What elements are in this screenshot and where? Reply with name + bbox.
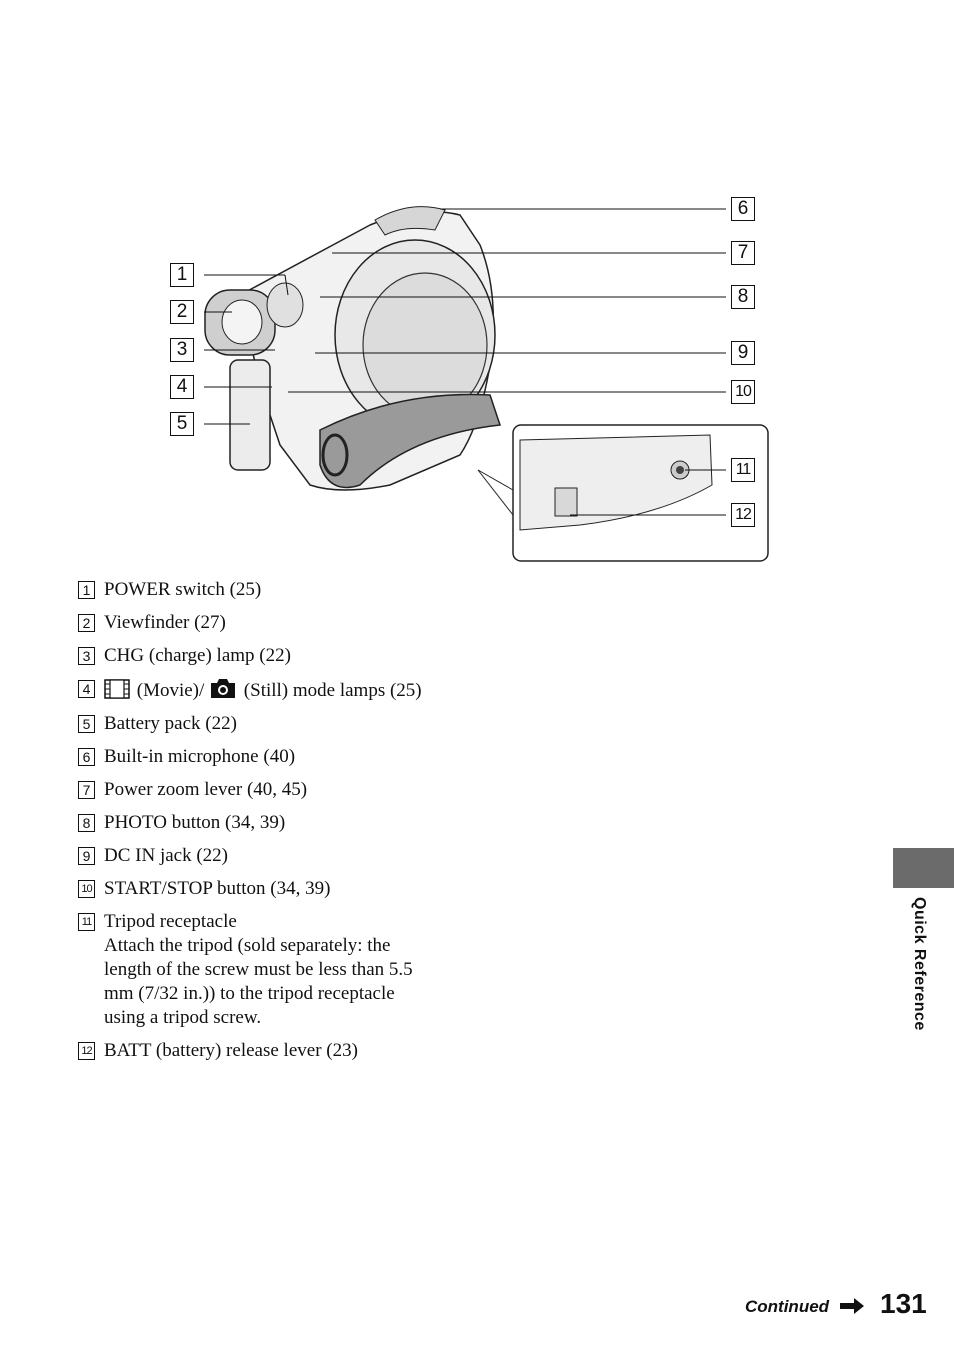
legend-number: 10	[78, 880, 95, 898]
legend-description-line: Attach the tripod (sold separately: the	[104, 935, 391, 956]
camcorder-illustration	[204, 206, 769, 562]
legend-number: 11	[78, 913, 95, 931]
legend-text: Battery pack (22)	[104, 713, 237, 734]
legend-text: Viewfinder (27)	[104, 612, 226, 633]
section-tab-marker	[893, 848, 954, 888]
section-tab-label: Quick Reference	[911, 897, 928, 1031]
legend-description-line: length of the screw must be less than 5.…	[104, 959, 413, 980]
callout-4: 4	[170, 375, 194, 399]
callout-5: 5	[170, 412, 194, 436]
legend-text: BATT (battery) release lever (23)	[104, 1040, 358, 1061]
legend-item: 6 Built-in microphone (40)	[78, 745, 498, 769]
legend-item: 11 Tripod receptacle Attach the tripod (…	[78, 910, 498, 1030]
legend-number: 4	[78, 680, 95, 698]
callout-11: 11	[731, 458, 755, 482]
legend-item: 5 Battery pack (22)	[78, 712, 498, 736]
legend-text-movie: (Movie)/	[136, 680, 205, 701]
arrow-right-icon	[840, 1298, 864, 1314]
callout-3: 3	[170, 338, 194, 362]
legend-number: 1	[78, 581, 95, 599]
callout-7: 7	[731, 241, 755, 265]
legend-item: 1 POWER switch (25)	[78, 578, 498, 602]
legend-number: 2	[78, 614, 95, 632]
legend-number: 7	[78, 781, 95, 799]
legend-item: 2 Viewfinder (27)	[78, 611, 498, 635]
callout-2: 2	[170, 300, 194, 324]
legend-item: 10 START/STOP button (34, 39)	[78, 877, 498, 901]
legend-text: Built-in microphone (40)	[104, 746, 296, 767]
callout-6: 6	[731, 197, 755, 221]
legend-text: DC IN jack (22)	[104, 845, 228, 866]
continued-label: Continued	[745, 1297, 830, 1316]
movie-film-icon	[104, 679, 130, 699]
legend-number: 8	[78, 814, 95, 832]
legend-text: POWER switch (25)	[104, 579, 262, 600]
legend-text: CHG (charge) lamp (22)	[104, 645, 291, 666]
legend-item: 12 BATT (battery) release lever (23)	[78, 1039, 498, 1063]
callout-9: 9	[731, 341, 755, 365]
legend-text-still: (Still) mode lamps (25)	[243, 680, 422, 701]
legend-item: 8 PHOTO button (34, 39)	[78, 811, 498, 835]
legend-item: 7 Power zoom lever (40, 45)	[78, 778, 498, 802]
legend-number: 6	[78, 748, 95, 766]
legend-text: START/STOP button (34, 39)	[104, 878, 331, 899]
still-camera-icon	[211, 679, 236, 698]
legend-item: 3 CHG (charge) lamp (22)	[78, 644, 498, 668]
parts-legend: 1 POWER switch (25) 2 Viewfinder (27) 3 …	[78, 578, 498, 1072]
legend-number: 3	[78, 647, 95, 665]
legend-number: 12	[78, 1042, 95, 1060]
legend-number: 5	[78, 715, 95, 733]
callout-8: 8	[731, 285, 755, 309]
legend-item: 4 (Movie)/ (Still) mode lamps (25)	[78, 677, 498, 703]
legend-text: Power zoom lever (40, 45)	[104, 779, 308, 800]
page-number: 131	[880, 1288, 927, 1319]
legend-number: 9	[78, 847, 95, 865]
callout-10: 10	[731, 380, 755, 404]
callout-12: 12	[731, 503, 755, 527]
legend-description-line: mm (7/32 in.)) to the tripod receptacle	[104, 983, 395, 1004]
callout-1: 1	[170, 263, 194, 287]
legend-text: PHOTO button (34, 39)	[104, 812, 286, 833]
legend-description-line: using a tripod screw.	[104, 1007, 262, 1028]
legend-item: 9 DC IN jack (22)	[78, 844, 498, 868]
legend-text: Tripod receptacle	[104, 911, 237, 932]
camcorder-figure: 1 2 3 4 5 6 7 8 9 10 11 12	[160, 185, 780, 570]
